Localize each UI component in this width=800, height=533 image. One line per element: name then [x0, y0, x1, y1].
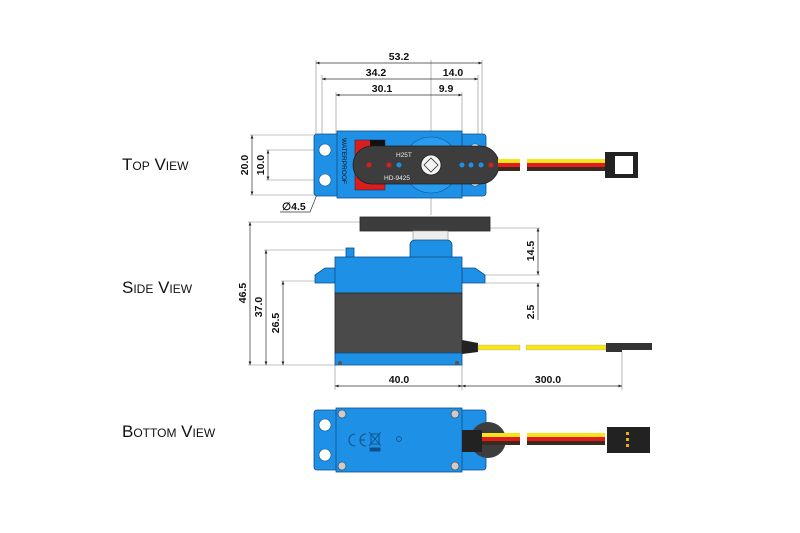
top-view: 53.2 34.2 14.0 30.1 9.9 20.0 10.0 ∅4.5 W…: [239, 51, 638, 215]
dim-26-5: 26.5: [270, 313, 282, 334]
screw-icon: [337, 461, 347, 471]
model-top-text: H25T: [396, 152, 412, 159]
dim-34-2: 34.2: [366, 67, 387, 79]
top-view-label: Top View: [122, 155, 189, 174]
dim-40-0: 40.0: [389, 374, 410, 386]
dim-20-0: 20.0: [239, 155, 251, 176]
dim-46-5: 46.5: [237, 283, 249, 304]
dim-10-0: 10.0: [255, 155, 267, 176]
screw-icon: [337, 409, 347, 419]
waterproof-text: WATERPROOF: [340, 138, 347, 184]
dim-2-5: 2.5: [525, 305, 537, 320]
dim-9-9: 9.9: [439, 83, 454, 95]
dim-hole-diameter: ∅4.5: [282, 201, 306, 213]
dim-300-0: 300.0: [535, 374, 561, 386]
horn-screw-icon: [420, 154, 442, 176]
weee-bin-icon: [368, 431, 382, 452]
bottom-view: [313, 407, 650, 473]
dim-14-5: 14.5: [525, 241, 537, 262]
ce-mark-icon: [348, 433, 367, 447]
bottom-view-label: Bottom View: [122, 422, 216, 441]
dim-53-2: 53.2: [389, 51, 410, 63]
dim-30-1: 30.1: [372, 83, 393, 95]
screw-icon: [450, 409, 460, 419]
dim-37-0: 37.0: [253, 297, 265, 318]
side-view-label: Side View: [122, 278, 193, 297]
screw-icon: [450, 461, 460, 471]
model-bottom-text: HD-9425: [384, 175, 410, 182]
dim-14-0: 14.0: [443, 67, 464, 79]
side-view: 46.5 37.0 26.5 14.5 2.5 40.0 300.0: [237, 216, 652, 390]
